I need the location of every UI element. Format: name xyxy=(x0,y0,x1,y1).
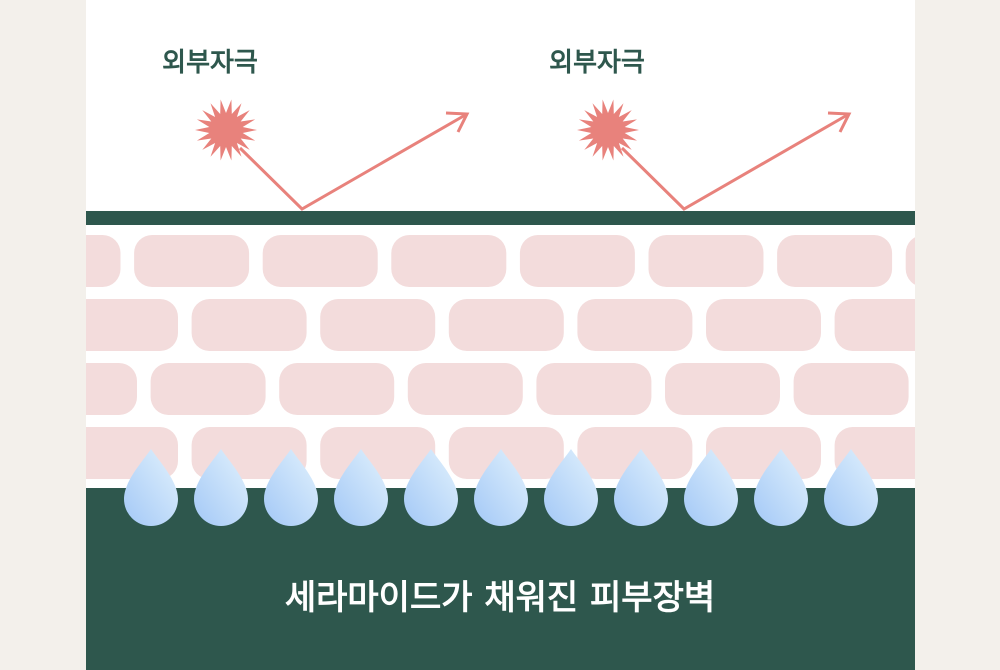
brick xyxy=(262,235,378,287)
brick xyxy=(86,235,121,287)
brick xyxy=(665,363,780,415)
stimulus-label-left: 외부자극 xyxy=(162,48,258,78)
brick xyxy=(279,363,395,415)
starburst-icon xyxy=(195,99,257,161)
water-drop-icon xyxy=(684,449,738,526)
water-drop-icon xyxy=(264,449,318,526)
brick xyxy=(706,299,821,351)
brick xyxy=(922,363,1000,415)
water-drop-icon xyxy=(474,449,528,526)
brick-layer xyxy=(86,235,1000,479)
arrow-icon xyxy=(238,112,468,211)
brick xyxy=(86,363,137,415)
arrow-icon xyxy=(620,112,850,211)
brick xyxy=(834,299,915,351)
brick xyxy=(777,235,893,287)
brick xyxy=(320,299,436,351)
stimulus-right: 외부자극 xyxy=(549,48,852,211)
brick xyxy=(407,363,523,415)
brick xyxy=(519,235,635,287)
water-drop-icon xyxy=(124,449,178,526)
water-drop-icon xyxy=(754,449,808,526)
water-drop-icon xyxy=(404,449,458,526)
brick xyxy=(391,235,507,287)
brick xyxy=(577,427,693,479)
arrow-head xyxy=(445,111,470,133)
stimulus-label-right: 외부자극 xyxy=(549,48,645,78)
starburst-icon xyxy=(577,99,639,161)
water-drop-icon xyxy=(194,449,248,526)
brick xyxy=(536,363,652,415)
water-drop-icon xyxy=(614,449,668,526)
water-drop-icon xyxy=(824,449,878,526)
brick xyxy=(648,235,764,287)
brick xyxy=(86,299,178,351)
top-barrier-line xyxy=(86,211,915,225)
stimulus-left: 외부자극 xyxy=(162,48,470,211)
brick xyxy=(577,299,693,351)
brick xyxy=(905,237,915,285)
brick xyxy=(191,299,307,351)
water-drops xyxy=(124,449,878,526)
brick xyxy=(134,235,250,287)
arrow-head xyxy=(827,111,852,133)
water-drop-icon xyxy=(544,449,598,526)
brick xyxy=(448,427,564,479)
brick xyxy=(448,299,564,351)
brick xyxy=(793,363,909,415)
caption: 세라마이드가 채워진 피부장벽 xyxy=(285,578,715,618)
brick xyxy=(150,363,266,415)
water-drop-icon xyxy=(334,449,388,526)
